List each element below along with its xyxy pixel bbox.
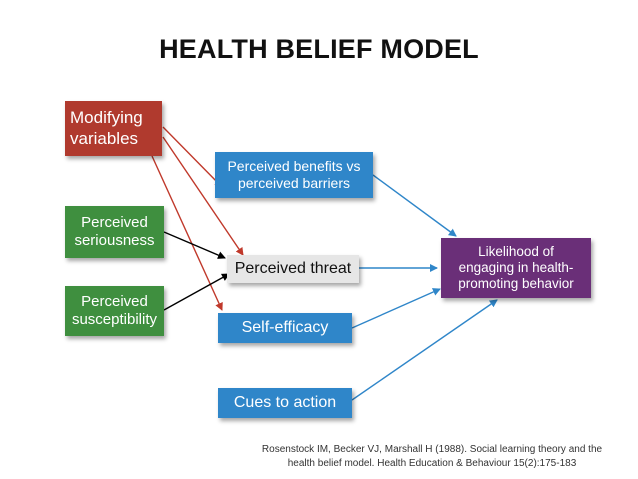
diagram-title: HEALTH BELIEF MODEL: [159, 34, 479, 64]
arrow-benefits-to-likelihood: [372, 174, 457, 237]
perceived-susceptibility-box: Perceived susceptibility: [65, 286, 164, 336]
arrow-modifying-to-benefits: [162, 126, 223, 188]
perceived-seriousness-box: Perceived seriousness: [65, 206, 164, 258]
arrow-self-efficacy-to-likelihood: [351, 288, 441, 329]
citation-line-1: Rosenstock IM, Becker VJ, Marshall H (19…: [261, 444, 603, 455]
perceived-benefits-box: Perceived benefits vs perceived barriers: [215, 152, 373, 198]
perceived-threat-box: Perceived threat: [227, 255, 359, 283]
citation-line-2: health belief model. Health Education & …: [287, 457, 577, 469]
modifying-variables-box: Modifying variables: [65, 101, 162, 156]
cues-to-action-box: Cues to action: [218, 388, 352, 418]
self-efficacy-box: Self-efficacy: [218, 313, 352, 343]
arrow-seriousness-to-threat: [163, 231, 226, 259]
arrow-cues-to-likelihood: [351, 299, 498, 401]
arrow-modifying-to-threat: [162, 136, 244, 256]
arrow-susceptibility-to-threat: [163, 273, 230, 311]
citation: Rosenstock IM, Becker VJ, Marshall H (19…: [228, 443, 636, 470]
likelihood-box: Likelihood of engaging in health- promot…: [441, 238, 591, 298]
